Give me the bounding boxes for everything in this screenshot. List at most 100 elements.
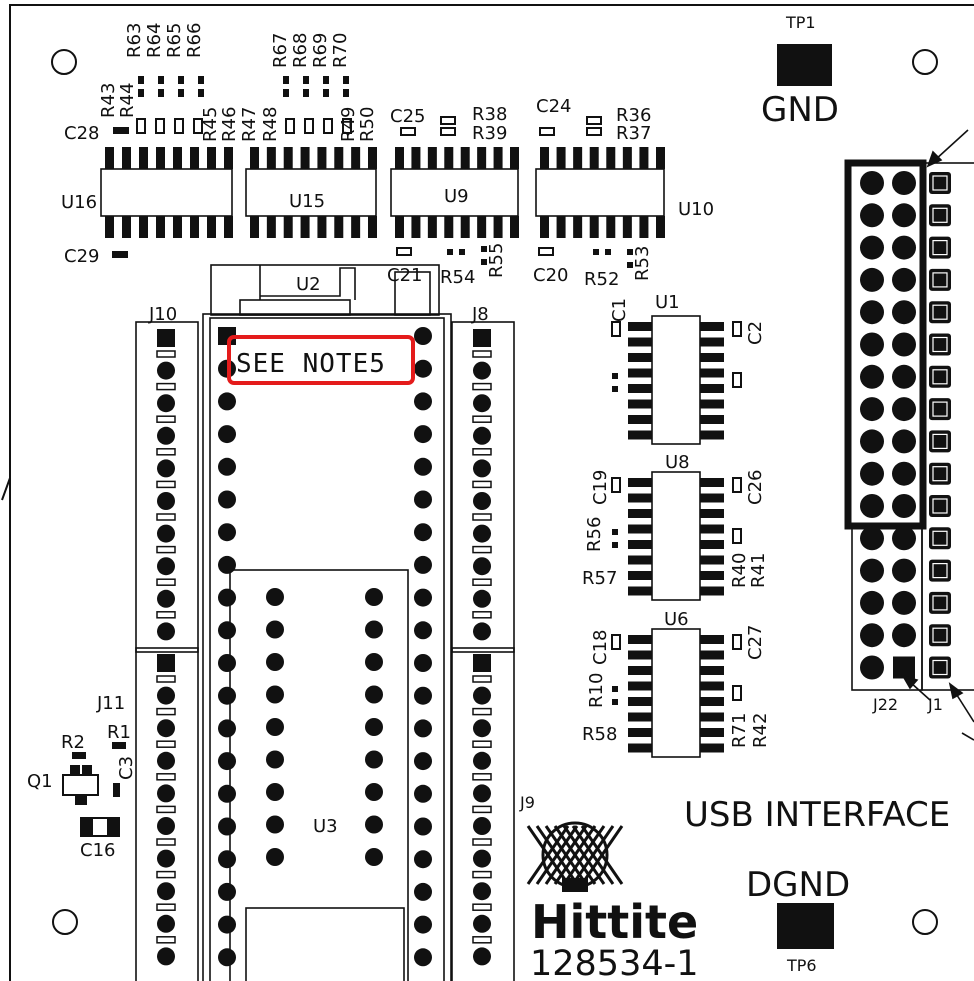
j1-pin [929, 365, 951, 388]
u8-res-pad [612, 542, 618, 548]
u15-pin-bottom [368, 216, 377, 238]
u9-pin-top [510, 147, 519, 169]
u3-pin-left [218, 654, 236, 672]
u9-pin-bottom [493, 216, 503, 238]
u9-label: U9 [444, 186, 469, 207]
u9-pin-top [427, 147, 437, 169]
u10-body [535, 168, 665, 217]
u16-pin-top [122, 147, 131, 169]
u15-pin-top [317, 147, 327, 169]
u1-pin-left [628, 322, 652, 331]
r55-label: R55 [486, 243, 507, 278]
j8-pin [473, 361, 491, 380]
r42-label: R42 [750, 713, 771, 748]
u3-pin-left [218, 817, 236, 836]
j11-label: J11 [96, 693, 125, 714]
u3-pin-right [414, 327, 432, 345]
r10-label: R10 [586, 673, 607, 708]
r36-label: R36 [616, 105, 651, 126]
j10-pin [157, 622, 175, 641]
u3-pin-left [218, 555, 236, 574]
j10-pin [157, 394, 175, 413]
u8-cap-right [732, 477, 742, 493]
passive-pad [539, 127, 555, 136]
u8-pin-left [628, 478, 652, 487]
j1-pin-inner [932, 627, 948, 643]
j22-pin [860, 429, 884, 454]
logo-mesh-line [580, 825, 624, 885]
u3-inner-pin-right [365, 783, 383, 801]
u1-res-right [732, 372, 742, 388]
j8-pin [473, 394, 491, 413]
u3-pin-right [414, 752, 432, 771]
j8-pin-pad [472, 448, 492, 456]
u15-pin-top [300, 147, 310, 169]
j8-pin-pad [472, 545, 492, 554]
u10-pin-bottom [656, 216, 665, 238]
c3-label: C3 [116, 756, 137, 780]
r49-label: R49 [338, 107, 359, 142]
u16-label: U16 [61, 192, 97, 213]
u6-pin-left [628, 681, 652, 691]
j10-pin-pad [156, 350, 176, 358]
j11-pin-pad [156, 936, 176, 944]
u9-pin-bottom [510, 216, 519, 238]
u1-pin-right [700, 353, 724, 362]
u16-pin-top [224, 147, 233, 169]
text-labels: TP1 GND DGND TP6 USB INTERFACE Hittite 1… [27, 13, 950, 981]
j10-pin-pad [156, 545, 176, 554]
j1-pin [929, 430, 951, 453]
u6-pin-left [628, 666, 652, 675]
u1-pin-left [628, 415, 652, 424]
u3-pin-right [414, 654, 432, 672]
j9-pin [473, 849, 491, 868]
u9-pin-top [444, 147, 454, 169]
passive-pad [396, 247, 412, 256]
resistor-pad [138, 89, 144, 97]
j8-pin-pad [472, 611, 492, 619]
resistor-pad [178, 89, 184, 97]
u6-pin-left [628, 712, 652, 722]
r56-label: R56 [584, 517, 605, 552]
j8-pin-pad [472, 350, 492, 358]
u3-pin-right [414, 850, 432, 869]
u3-pin-left [218, 850, 236, 869]
u6-pin-left [628, 728, 652, 737]
j1-pin [929, 559, 951, 582]
r57-label: R57 [582, 568, 617, 589]
resistor-pad [283, 76, 289, 84]
u3-pin-right [414, 425, 432, 444]
j11-pin-pad [156, 870, 176, 879]
mounting-hole-bottom-left [52, 909, 78, 935]
u8-pin-left [628, 540, 652, 549]
j11-pin-pad [156, 805, 176, 814]
u6-res-pad [612, 699, 618, 705]
u3-pin-left [218, 490, 236, 509]
j22-pin [892, 300, 916, 325]
resistor-pad [343, 89, 349, 97]
resistor-pad [627, 249, 633, 255]
j9-pin [473, 947, 491, 966]
logo-mesh-line [562, 825, 606, 885]
r38-label: R38 [472, 104, 507, 125]
u3-label: U3 [313, 816, 338, 837]
u3-inner-pin-left [266, 653, 284, 671]
resistor-pad [481, 246, 487, 252]
u16-pin-bottom [105, 216, 114, 238]
u15-pin-bottom [334, 216, 344, 238]
u9-pin-top [460, 147, 470, 169]
u3-pin-left [218, 882, 236, 901]
u3-inner-pin-left [266, 750, 284, 769]
resistor-body [304, 118, 314, 134]
resistor-pad [481, 259, 487, 265]
j22-pin [860, 235, 884, 260]
j10-pin-1 [157, 329, 175, 347]
tp6-label: TP6 [786, 956, 817, 975]
j11-pin-1 [157, 654, 175, 672]
u3-inner-pin-right [365, 653, 383, 671]
j9-pin-pad [472, 936, 492, 944]
j22-pin [860, 558, 884, 583]
u1-pin-right [700, 322, 724, 331]
c19-label: C19 [590, 470, 611, 505]
